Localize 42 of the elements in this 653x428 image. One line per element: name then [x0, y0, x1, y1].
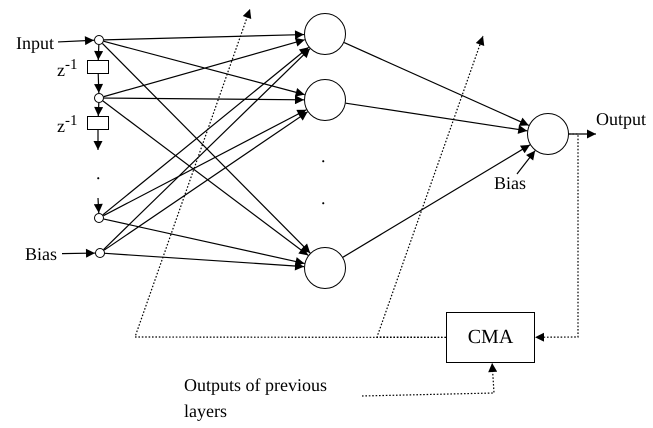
tap-node-circle: [94, 213, 104, 223]
input-label: Input: [12, 34, 58, 52]
tap-node-circle: [94, 35, 104, 45]
arrow: [346, 102, 528, 134]
ellipsis-dot: .: [96, 164, 100, 182]
neuron-circle: [304, 247, 346, 289]
arrow: [342, 144, 530, 258]
tap-node-circle: [94, 93, 104, 103]
arrow: [344, 42, 530, 126]
output-label: Output: [596, 106, 652, 162]
arrow: [104, 95, 304, 104]
arrow: [104, 218, 305, 266]
ellipsis-dot: .: [321, 189, 326, 207]
bias-label: Bias: [490, 174, 530, 192]
delay-box: [87, 116, 109, 130]
ellipsis-dot: .: [321, 147, 326, 165]
arrow: [94, 102, 104, 116]
text-label: Outputs of previous layers: [184, 370, 362, 426]
arrow: [94, 130, 102, 150]
dotted-arrow: [362, 362, 498, 397]
dotted-arrow: [376, 36, 484, 338]
arrow: [94, 44, 104, 60]
dotted-arrow: [535, 133, 579, 342]
neuron-circle: [304, 13, 346, 55]
neuron-circle: [304, 79, 346, 121]
bias-label: Bias: [20, 245, 62, 263]
arrow: [58, 36, 94, 46]
arrow: [94, 74, 104, 94]
delay-label: z$^{-1}$: [57, 114, 78, 135]
arrow: [94, 198, 103, 214]
arrow: [62, 248, 96, 258]
arrow: [104, 30, 304, 40]
arrow: [569, 130, 596, 138]
bias-node-circle: [95, 248, 105, 258]
arrow: [516, 150, 536, 174]
arrow: [104, 252, 304, 270]
cma-box: CMA: [446, 312, 535, 363]
delay-box: [87, 60, 109, 74]
output-neuron-circle: [527, 113, 569, 155]
arrow: [102, 46, 310, 216]
arrow: [103, 109, 307, 216]
delay-label: z$^{-1}$: [57, 58, 78, 79]
